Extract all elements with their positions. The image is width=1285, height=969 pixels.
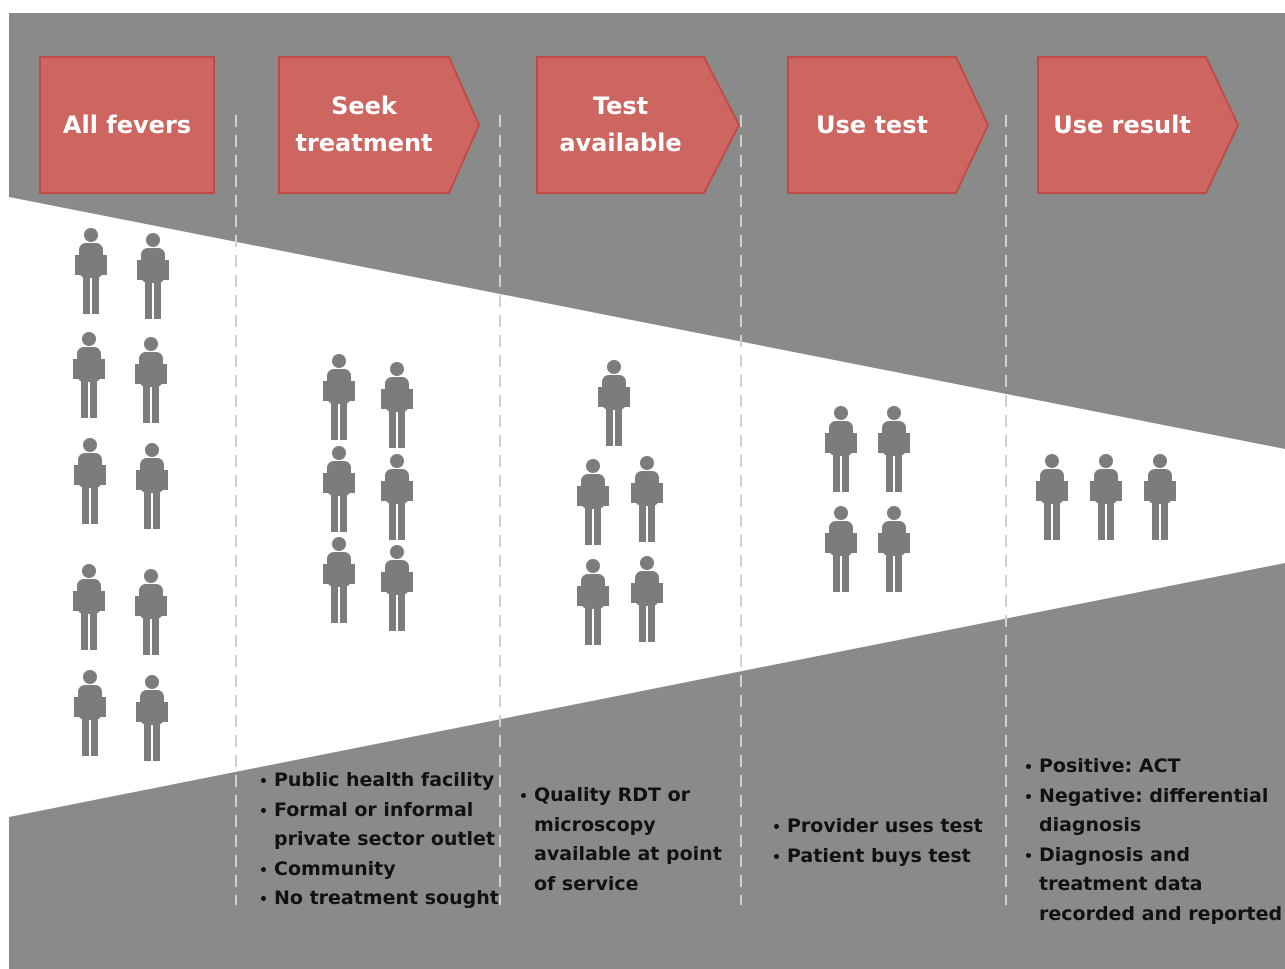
bullet-item: Provider uses test — [773, 812, 983, 842]
person-icon — [878, 506, 910, 592]
bullet-item: Positive: ACT — [1025, 752, 1282, 782]
bullet-item: Diagnosis and treatment data recorded an… — [1025, 841, 1282, 930]
stage-arrow-use-test — [787, 56, 990, 194]
bullet-item: Quality RDT or microscopy available at p… — [520, 781, 722, 899]
person-icon — [136, 675, 168, 761]
stage-label-seek-treatment: Seek treatment — [295, 92, 433, 157]
bullets-use-test: Provider uses test Patient buys test — [773, 812, 983, 871]
person-icon — [381, 362, 413, 448]
person-icon — [1036, 454, 1068, 540]
bullet-item: Formal or informal private sector outlet — [260, 796, 499, 855]
bullet-item: No treatment sought — [260, 884, 499, 914]
person-icon — [577, 559, 609, 645]
person-icon — [73, 332, 105, 418]
person-icon — [825, 506, 857, 592]
person-icon — [323, 537, 355, 623]
stage-label-use-test: Use test — [816, 110, 928, 139]
person-icon — [825, 406, 857, 492]
person-icon — [381, 545, 413, 631]
column-dividers — [235, 115, 1007, 905]
person-icon — [1144, 454, 1176, 540]
bullet-item: Patient buys test — [773, 842, 983, 872]
people-icons — [73, 228, 1176, 761]
person-icon — [381, 454, 413, 540]
bullet-item: Negative: differential diagnosis — [1025, 782, 1282, 841]
person-icon — [73, 564, 105, 650]
person-icon — [137, 233, 169, 319]
stage-label-all-fevers: All fevers — [62, 110, 192, 139]
person-icon — [74, 670, 106, 756]
bullets-test-available: Quality RDT or microscopy available at p… — [520, 781, 722, 899]
bullets-use-result: Positive: ACT Negative: differential dia… — [1025, 752, 1282, 929]
stage-label-use-result: Use result — [1053, 110, 1191, 139]
bullet-item: Public health facility — [260, 766, 499, 796]
bullets-seek-treatment: Public health facility Formal or informa… — [260, 766, 499, 914]
stage-arrow-use-result — [1037, 56, 1240, 194]
person-icon — [135, 337, 167, 423]
bullet-item: Community — [260, 855, 499, 885]
person-icon — [631, 556, 663, 642]
person-icon — [136, 443, 168, 529]
person-icon — [323, 446, 355, 532]
person-icon — [878, 406, 910, 492]
stage-arrows — [39, 56, 1240, 194]
stage-arrow-all-fevers — [39, 56, 215, 194]
person-icon — [74, 438, 106, 524]
person-icon — [75, 228, 107, 314]
person-icon — [323, 354, 355, 440]
person-icon — [577, 459, 609, 545]
person-icon — [598, 360, 630, 446]
person-icon — [135, 569, 167, 655]
stage-arrow-test-available — [536, 56, 741, 194]
stage-label-test-available: Test available — [559, 92, 682, 157]
stage-arrow-seek-treatment — [278, 56, 481, 194]
person-icon — [1090, 454, 1122, 540]
person-icon — [631, 456, 663, 542]
funnel-band — [9, 197, 1285, 817]
